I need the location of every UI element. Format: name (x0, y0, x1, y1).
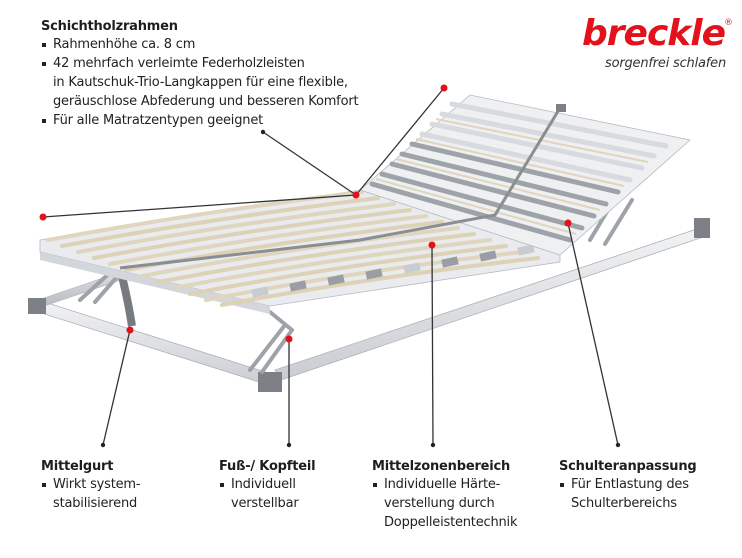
brand-logo: breckle ® (555, 13, 733, 54)
feature-bullet-continued: verstellbar (231, 496, 299, 511)
feature-mittelzonenbereich: Mittelzonenbereich Individuelle Härte- v… (372, 459, 552, 532)
feature-bullet: Rahmenhöhe ca. 8 cm (41, 35, 421, 54)
feature-fuss-kopfteil: Fuß-/ Kopfteil Individuell verstellbar (219, 459, 359, 513)
feature-bullet: Für Entlastung des (559, 475, 739, 494)
feature-mittelgurt: Mittelgurt Wirkt system- stabilisierend (41, 459, 201, 513)
feature-bullet: Individuell (219, 475, 359, 494)
feature-bullet: Individuelle Härte- (372, 475, 552, 494)
feature-bullet: Wirkt system- (41, 475, 201, 494)
feature-title: Schichtholzrahmen (41, 19, 178, 34)
feature-bullet-continued: in Kautschuk-Trio-Langkappen für eine fl… (53, 75, 348, 90)
feature-bullet: Für alle Matratzentypen geeignet (41, 111, 421, 130)
feature-title: Schulteranpassung (559, 459, 697, 474)
feature-bullet-continued: verstellung durch (384, 496, 495, 511)
feature-title: Mittelgurt (41, 459, 114, 474)
feature-bullet: 42 mehrfach verleimte Federholzleisten (41, 54, 421, 73)
feature-title: Mittelzonenbereich (372, 459, 511, 474)
feature-schulteranpassung: Schulteranpassung Für Entlastung des Sch… (559, 459, 739, 513)
brand-tagline: sorgenfrei schlafen (605, 56, 726, 71)
brand-wordmark: breckle (582, 13, 726, 54)
feature-schichtholzrahmen: Schichtholzrahmen Rahmenhöhe ca. 8 cm 42… (41, 19, 421, 130)
feature-bullet-continued: geräuschlose Abfederung und besseren Kom… (53, 94, 359, 109)
registered-mark: ® (724, 18, 733, 28)
feature-title: Fuß-/ Kopfteil (219, 459, 316, 474)
feature-bullet-continued: stabilisierend (53, 496, 138, 511)
feature-bullet-continued: Schulterbereichs (571, 496, 677, 511)
feature-bullet-continued: Doppelleistentechnik (384, 515, 518, 530)
